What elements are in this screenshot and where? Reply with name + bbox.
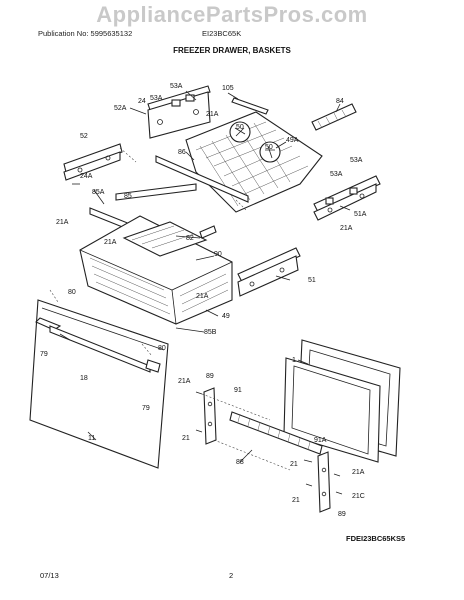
label-80-right: 80 [158,345,166,352]
leader-lines [59,90,351,463]
label-82: 82 [186,235,194,242]
label-50-left: 50 [236,124,244,131]
clip-82 [199,225,217,239]
label-85B: 85B [204,329,217,336]
rail-86 [155,155,249,211]
label-52A: 52A [114,105,127,112]
label-21A-89: 21A [178,378,191,385]
label-84: 84 [336,98,344,105]
wire-basket-49A [185,111,323,213]
label-86: 86 [178,149,186,156]
model-number: EI23BC65K [202,29,242,38]
label-79-left: 79 [40,351,48,358]
footer-date: 07/13 [40,571,59,580]
slide-51 [237,247,301,297]
label-49A: 49A [286,137,299,144]
slide-51A [313,175,381,221]
handle-18 [49,325,151,373]
label-53A-b: 53A [150,95,163,102]
bracket-52A [147,85,211,139]
label-52: 52 [80,133,88,140]
label-21A-bottom-right: 21A [352,469,365,476]
label-53A-r2: 53A [330,171,343,178]
label-91A: 91A [314,437,327,444]
label-21-bottom: 21 [292,497,300,504]
label-89-top: 89 [206,373,214,380]
bracket-89-right [317,451,331,513]
label-85A: 85A [92,189,105,196]
label-21C: 21C [352,493,365,500]
label-11: 11 [88,435,95,442]
drawer-bin-49 [79,215,233,325]
label-90: 90 [214,251,222,258]
label-53A-r1: 53A [350,157,363,164]
label-51: 51 [308,277,316,284]
callout-50-right [259,141,281,163]
label-1: 1 [292,357,296,364]
label-21A-left: 21A [56,219,69,226]
label-53A-top: 53A [170,83,183,90]
page-title: FREEZER DRAWER, BASKETS [173,46,291,55]
rail-105 [231,97,269,115]
label-21-mid: 21 [290,461,298,468]
publication-number: Publication No: 5995635132 [38,29,133,38]
label-49: 49 [222,313,230,320]
label-105: 105 [222,85,234,92]
screws [195,391,343,495]
label-18: 18 [80,375,88,382]
label-79-right: 79 [142,405,150,412]
label-80-top: 80 [68,289,76,296]
callout-50-left [229,121,251,143]
label-21-left: 21 [182,435,190,442]
label-51A: 51A [354,211,367,218]
label-91: 91 [234,387,242,394]
slide-52 [63,143,123,181]
grille-84 [311,103,357,131]
label-24-top: 24 [138,98,146,105]
label-88: 88 [236,459,244,466]
label-21A-top: 21A [206,111,219,118]
label-50-right: 50 [265,144,273,151]
label-89-bottom: 89 [338,511,346,518]
drawer-front-11 [29,299,169,469]
label-21A-right: 21A [340,225,353,232]
page-number: 2 [229,571,234,580]
watermark: AppliancePartsPros.com [96,2,368,27]
diagram-code: FDEI23BC65KS5 [346,534,405,543]
label-21A-low: 21A [196,293,209,300]
stiffener-88 [229,411,323,455]
rail-85 [115,183,197,201]
label-85: 85 [124,193,132,200]
bracket-89-left [203,387,217,445]
label-24A: 24A [80,173,93,180]
label-21A-mid: 21A [104,239,117,246]
gasket-frame-1 [283,339,401,463]
